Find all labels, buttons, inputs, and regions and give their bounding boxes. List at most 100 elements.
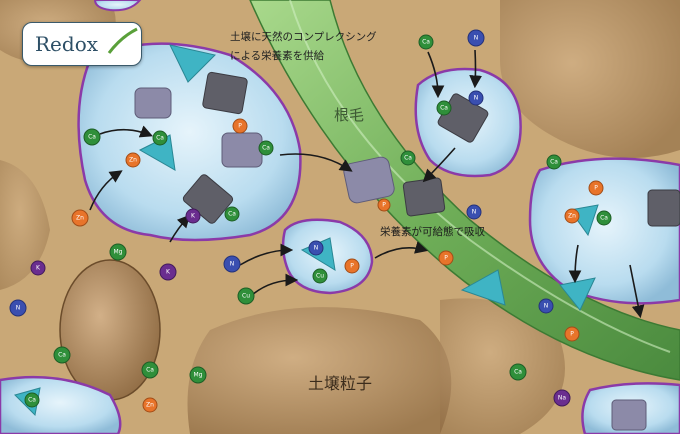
ion-cu: Cu	[312, 268, 328, 284]
lavender-complex	[221, 132, 263, 168]
ion-p: P	[438, 250, 454, 266]
svg-text:Zn: Zn	[76, 215, 84, 222]
logo-swoosh-icon	[107, 27, 138, 54]
ion-p: P	[344, 258, 360, 274]
svg-text:N: N	[230, 261, 235, 268]
soil-particle	[187, 307, 452, 434]
ion-p: P	[232, 118, 248, 134]
ion-n: N	[538, 298, 554, 314]
soil-particle	[440, 298, 565, 434]
ion-ca: Ca	[83, 128, 101, 146]
soil-particle	[500, 0, 680, 158]
svg-text:Ca: Ca	[514, 369, 522, 376]
arrow	[279, 153, 353, 172]
ion-k: K	[30, 260, 46, 276]
soil-particle	[0, 160, 50, 290]
ion-p: P	[377, 198, 391, 212]
svg-text:Ca: Ca	[262, 145, 270, 152]
ion-ca: Ca	[546, 154, 562, 170]
arrow	[251, 273, 299, 296]
svg-text:Ca: Ca	[600, 215, 608, 222]
svg-text:K: K	[166, 269, 171, 276]
svg-text:Ca: Ca	[440, 105, 448, 112]
svg-text:K: K	[191, 213, 196, 220]
absorb-caption: 栄養素が可給態で吸収	[380, 226, 485, 238]
svg-text:Mg: Mg	[194, 372, 203, 379]
ion-ca: Ca	[596, 210, 612, 226]
svg-text:Ca: Ca	[28, 397, 36, 404]
arrow	[239, 243, 294, 266]
svg-text:P: P	[350, 263, 354, 270]
ion-ca: Ca	[224, 206, 240, 222]
ion-ca: Ca	[418, 34, 434, 50]
root-hair-label: 根毛	[334, 106, 365, 124]
ion-k: K	[159, 263, 177, 281]
svg-text:N: N	[314, 245, 319, 252]
svg-text:P: P	[444, 255, 448, 262]
gray-complex	[402, 177, 446, 217]
arrow	[629, 264, 645, 319]
svg-text:Ca: Ca	[404, 155, 412, 162]
root-hair-highlight	[289, 0, 671, 353]
ion-zn: Zn	[125, 152, 141, 168]
arrow	[374, 241, 429, 259]
water-droplet	[528, 157, 680, 305]
svg-text:Mg: Mg	[114, 249, 123, 256]
top-caption-line1: 土壌に天然のコンプレクシング	[230, 31, 377, 43]
ion-p: P	[564, 326, 580, 342]
ion-n: N	[9, 299, 27, 317]
top-caption-line2: による栄養素を供給	[230, 50, 325, 62]
ion-ca: Ca	[400, 150, 416, 166]
svg-text:N: N	[544, 303, 549, 310]
flow-arrows	[89, 49, 645, 319]
svg-text:Ca: Ca	[146, 367, 154, 374]
svg-text:Na: Na	[558, 395, 566, 402]
svg-text:Ca: Ca	[550, 159, 558, 166]
svg-text:Ca: Ca	[58, 352, 66, 359]
ion-n: N	[467, 29, 485, 47]
arrow	[568, 244, 582, 284]
soil-particle	[59, 259, 161, 401]
lavender-complex	[134, 87, 172, 119]
ions: Ca Zn Ca Zn P Ca K Ca Mg K K N Ca Ca Mg …	[9, 29, 612, 413]
lavender-complex	[611, 399, 647, 431]
arrow	[422, 147, 456, 183]
gray-complex	[202, 71, 248, 115]
svg-text:N: N	[474, 35, 479, 42]
ion-ca: Ca	[258, 140, 274, 156]
svg-text:P: P	[382, 202, 386, 209]
ion-ca: Ca	[53, 346, 71, 364]
top-caption: 土壌に天然のコンプレクシング による栄養素を供給	[230, 28, 377, 66]
ion-ca: Ca	[509, 363, 527, 381]
svg-text:P: P	[594, 185, 598, 192]
ion-zn: Zn	[564, 208, 580, 224]
svg-text:Ca: Ca	[88, 134, 96, 141]
redox-logo: Redox	[22, 22, 142, 66]
ion-ca: Ca	[152, 130, 168, 146]
ion-n: N	[466, 204, 482, 220]
svg-text:Cu: Cu	[242, 293, 250, 300]
gray-complex	[647, 189, 680, 227]
water-droplet	[93, 0, 142, 12]
ion-mg: Mg	[189, 366, 207, 384]
svg-text:Ca: Ca	[228, 211, 236, 218]
ion-n: N	[468, 90, 484, 106]
svg-text:K: K	[36, 265, 41, 272]
teal-complex	[169, 44, 216, 83]
ion-k: K	[185, 208, 201, 224]
arrow	[427, 51, 445, 99]
ion-n: N	[223, 255, 241, 273]
ion-p: P	[588, 180, 604, 196]
ion-n: N	[308, 240, 324, 256]
ion-ca: Ca	[141, 361, 159, 379]
ion-ca: Ca	[24, 392, 40, 408]
svg-text:Ca: Ca	[422, 39, 430, 46]
svg-text:Ca: Ca	[156, 135, 164, 142]
svg-text:P: P	[570, 331, 574, 338]
teal-complex	[460, 269, 506, 306]
svg-text:Zn: Zn	[129, 157, 137, 164]
ion-zn: Zn	[142, 397, 158, 413]
